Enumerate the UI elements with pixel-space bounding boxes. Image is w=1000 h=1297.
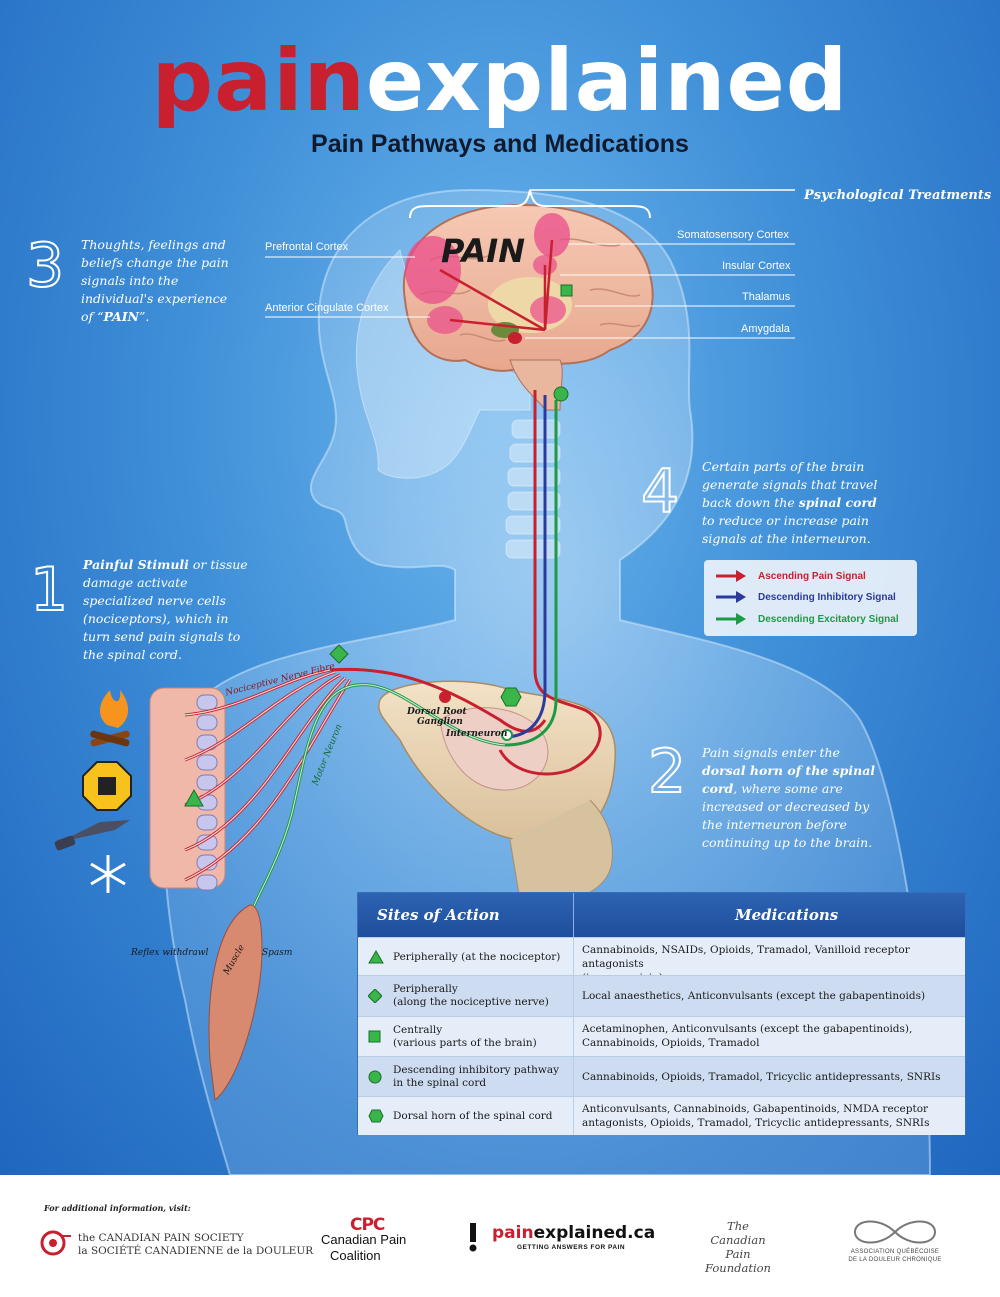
row-meds: Anticonvulsants, Cannabinoids, Gabapenti…: [582, 1103, 929, 1115]
cps-name-fr[interactable]: la SOCIÉTÉ CANADIENNE de la DOULEUR: [78, 1245, 314, 1257]
dorsal-root-label: Dorsal Root: [407, 707, 467, 717]
step3-text: Thoughts, feelings and beliefs change th…: [81, 237, 229, 324]
fire-icon: [90, 690, 130, 747]
title-pain: pain: [151, 31, 366, 131]
footer: For additional information, visit: the C…: [0, 1175, 1000, 1297]
canadian-pain-society-logo-icon[interactable]: [40, 1230, 74, 1256]
cpc-logo-icon[interactable]: CPC: [350, 1215, 385, 1235]
excitatory-arrow-icon: [716, 613, 746, 625]
square-marker-icon: [368, 1030, 381, 1043]
table-header-sites: Sites of Action: [358, 893, 574, 937]
row-meds: Local anaesthetics, Anticonvulsants (exc…: [582, 990, 926, 1002]
diamond-marker-icon: [368, 989, 382, 1003]
row-meds: Cannabinoids, Opioids, Tramadol, Tricycl…: [582, 1071, 941, 1083]
row-meds: Cannabinoids, NSAIDs, Opioids, Tramadol,…: [582, 944, 910, 970]
row-site-cont: in the spinal cord: [393, 1077, 487, 1089]
snowflake-icon: [90, 855, 126, 893]
step2-number: 2: [647, 737, 687, 807]
row-meds-cont: antagonists, Opioids, Tramadol, Tricycli…: [582, 1117, 930, 1129]
table-row: Peripherally (at the nociceptor) Cannabi…: [358, 937, 965, 984]
psychological-treatments-label: Psychological Treatments: [804, 188, 992, 203]
poster-title: painexplained: [0, 38, 1000, 124]
label-insular-cortex: Insular Cortex: [722, 260, 791, 272]
ascending-arrow-icon: [716, 570, 746, 582]
row-site-cont: (along the nociceptive nerve): [393, 996, 549, 1008]
table-header-meds: Medications: [574, 893, 965, 937]
legend-inhibitory-label: Descending Inhibitory Signal: [758, 592, 896, 603]
legend-ascending-label: Ascending Pain Signal: [758, 571, 866, 582]
step1-text: Painful Stimuli or tissue damage activat…: [83, 557, 248, 662]
poster-subtitle: Pain Pathways and Medications: [311, 130, 689, 158]
row-site: Peripherally (at the nociceptor): [393, 951, 561, 963]
cpc-name-line1[interactable]: Canadian Pain: [321, 1232, 407, 1247]
title-explained: explained: [365, 31, 849, 131]
exclamation-icon: [469, 1223, 477, 1252]
knife-icon: [54, 820, 130, 851]
label-anterior-cingulate-cortex: Anterior Cingulate Cortex: [265, 302, 389, 314]
painexplained-ca-logo[interactable]: painexplained.ca: [492, 1223, 656, 1243]
label-thalamus: Thalamus: [742, 291, 791, 303]
excitatory-pathway: [504, 400, 558, 747]
row-site: Centrally: [393, 1024, 443, 1036]
inhibitory-arrow-icon: [716, 591, 746, 603]
brain-pain-word: PAIN: [441, 232, 525, 270]
legend-ascending: Ascending Pain Signal: [704, 567, 917, 587]
interneuron-label: Interneuron: [446, 729, 508, 739]
painexplained-tagline: GETTING ANSWERS FOR PAIN: [517, 1244, 626, 1251]
footer-note: For additional information, visit:: [44, 1203, 191, 1213]
cpc-name-line2[interactable]: Coalition: [330, 1248, 381, 1263]
step2-text: Pain signals enter the dorsal horn of th…: [702, 745, 876, 850]
signal-legend: Ascending Pain Signal Descending Inhibit…: [704, 560, 917, 636]
table-row: Centrally(various parts of the brain) Ac…: [358, 1016, 965, 1056]
row-site: Descending inhibitory pathway: [393, 1064, 560, 1076]
label-prefrontal-cortex: Prefrontal Cortex: [265, 241, 349, 253]
poster: painexplained Pain Pathways and Medicati…: [0, 0, 1000, 1175]
cps-name-en[interactable]: the CANADIAN PAIN SOCIETY: [78, 1232, 244, 1244]
circle-marker-icon: [368, 1070, 382, 1084]
legend-excitatory: Descending Excitatory Signal: [704, 610, 917, 630]
legend-excitatory-label: Descending Excitatory Signal: [758, 614, 899, 625]
step4-number: 4: [640, 457, 680, 527]
row-site: Peripherally: [393, 983, 458, 995]
row-site: Dorsal horn of the spinal cord: [393, 1110, 553, 1122]
inhibitory-pathway: [507, 395, 547, 739]
row-meds: Acetaminophen, Anticonvulsants (except t…: [582, 1023, 913, 1035]
reflex-withdrawl-label: Reflex withdrawl: [131, 948, 209, 958]
muscle: [208, 904, 263, 1101]
label-amygdala: Amygdala: [741, 323, 790, 335]
table-row: Peripherally(along the nociceptive nerve…: [358, 975, 965, 1016]
step1-number: 1: [29, 555, 69, 625]
infinity-barbed-wire-icon[interactable]: [845, 1217, 945, 1247]
table-row: Dorsal horn of the spinal cord Anticonvu…: [358, 1096, 965, 1135]
label-somatosensory-cortex: Somatosensory Cortex: [677, 229, 789, 241]
ganglion-label: Ganglion: [417, 717, 463, 727]
row-meds-cont: Cannabinoids, Opioids, Tramadol: [582, 1037, 760, 1049]
chemical-hazard-icon: [82, 761, 132, 811]
step3-number: 3: [25, 231, 65, 301]
step4-text: Certain parts of the brain generate sign…: [702, 459, 878, 546]
row-site-cont: (various parts of the brain): [393, 1037, 537, 1049]
triangle-marker-icon: [368, 950, 384, 964]
legend-inhibitory: Descending Inhibitory Signal: [704, 588, 917, 608]
sites-of-action-table: Sites of Action Medications Peripherally…: [357, 892, 966, 1135]
hexagon-marker-icon: [368, 1109, 384, 1123]
spasm-label: Spasm: [262, 948, 293, 958]
